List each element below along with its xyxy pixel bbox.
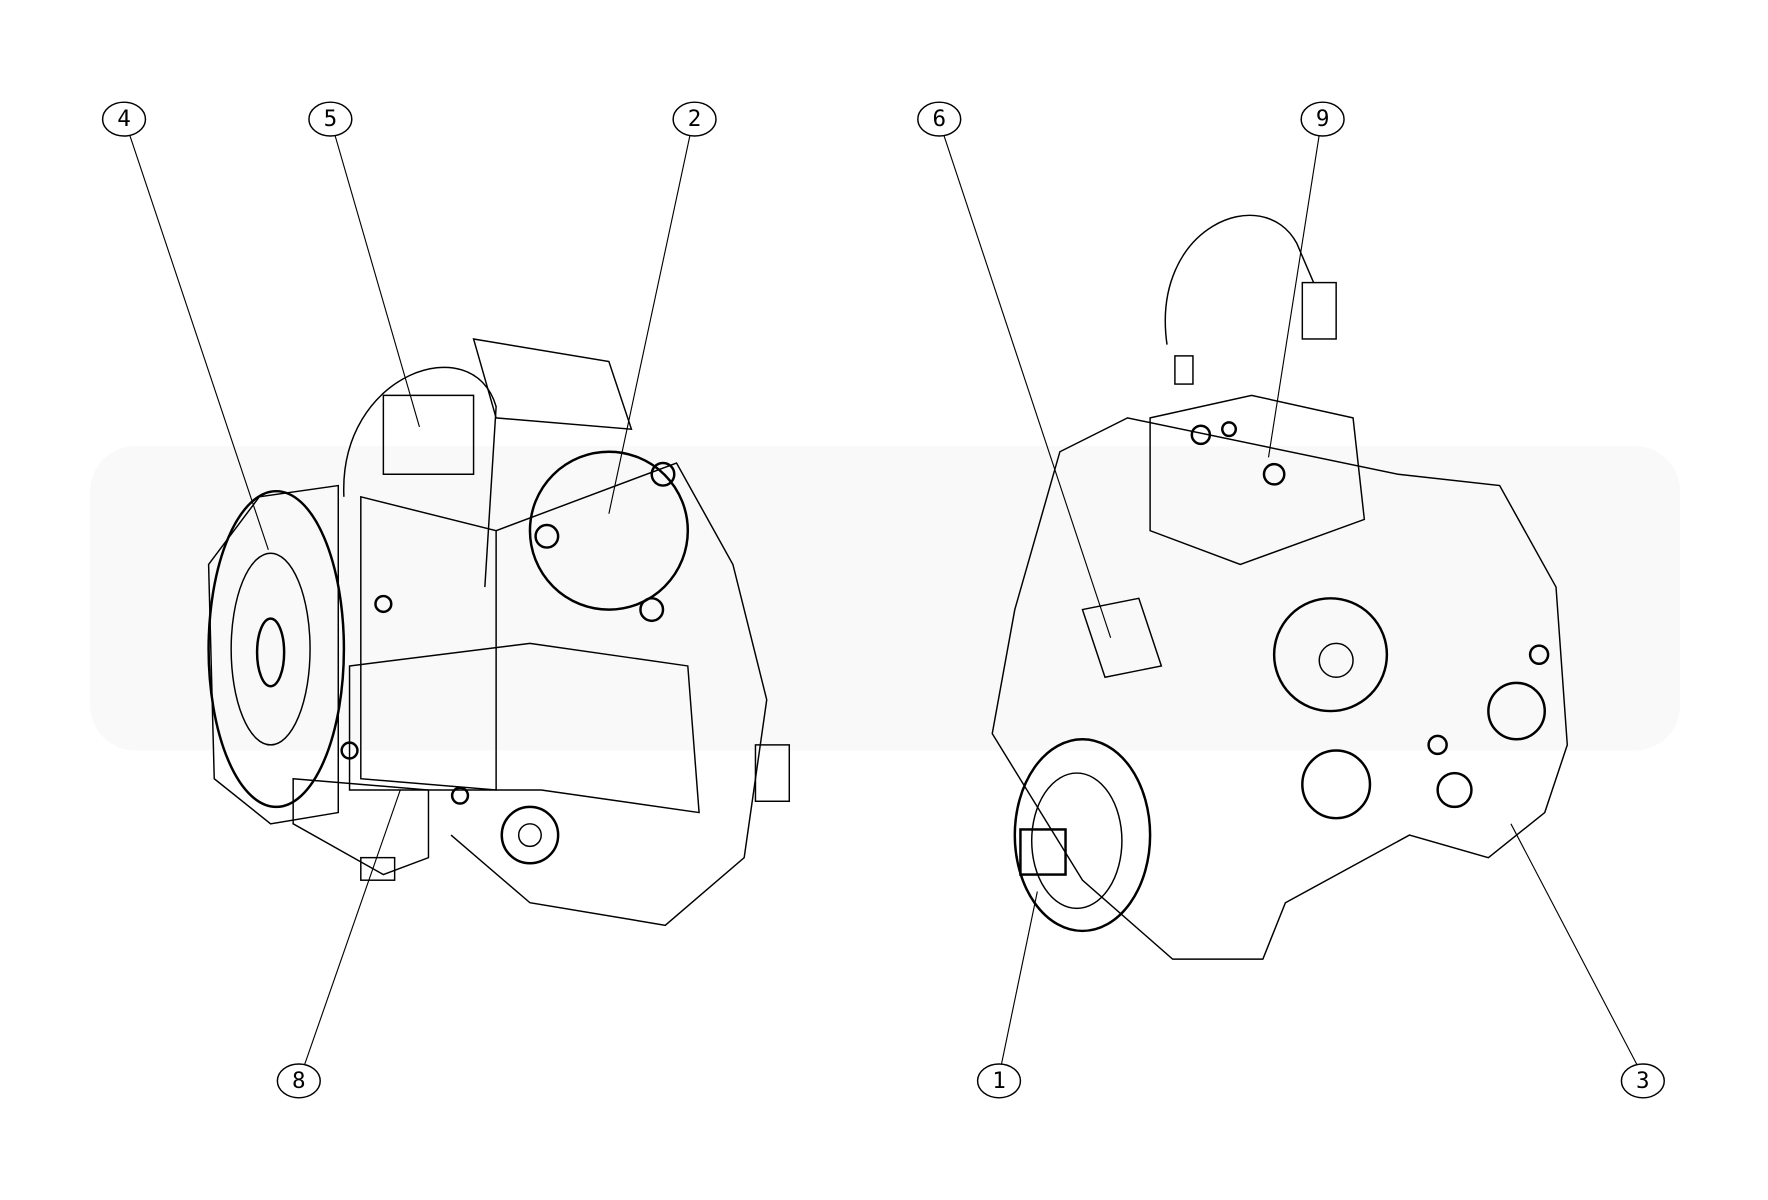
callout-3[interactable]: 3 — [1620, 1063, 1665, 1099]
callout-5[interactable]: 5 — [308, 101, 353, 137]
callout-2[interactable]: 2 — [672, 101, 717, 137]
callout-6[interactable]: 6 — [917, 101, 962, 137]
leader-lines — [129, 134, 1638, 1066]
callout-label: 5 — [324, 106, 338, 132]
callout-label: 4 — [117, 106, 131, 132]
callout-8[interactable]: 8 — [276, 1063, 321, 1099]
callout-4[interactable]: 4 — [101, 101, 147, 137]
pump-left-view — [207, 338, 791, 927]
callout-label: 1 — [992, 1068, 1006, 1094]
callout-label: 8 — [292, 1068, 306, 1094]
watermark — [90, 446, 1681, 751]
callout-label: 2 — [688, 106, 702, 132]
callout-9[interactable]: 9 — [1300, 101, 1345, 137]
callout-label: 6 — [932, 106, 946, 132]
callout-1[interactable]: 1 — [976, 1063, 1022, 1099]
callout-label: 3 — [1636, 1068, 1650, 1094]
callout-label: 9 — [1316, 106, 1330, 132]
pump-right-view — [991, 214, 1569, 960]
